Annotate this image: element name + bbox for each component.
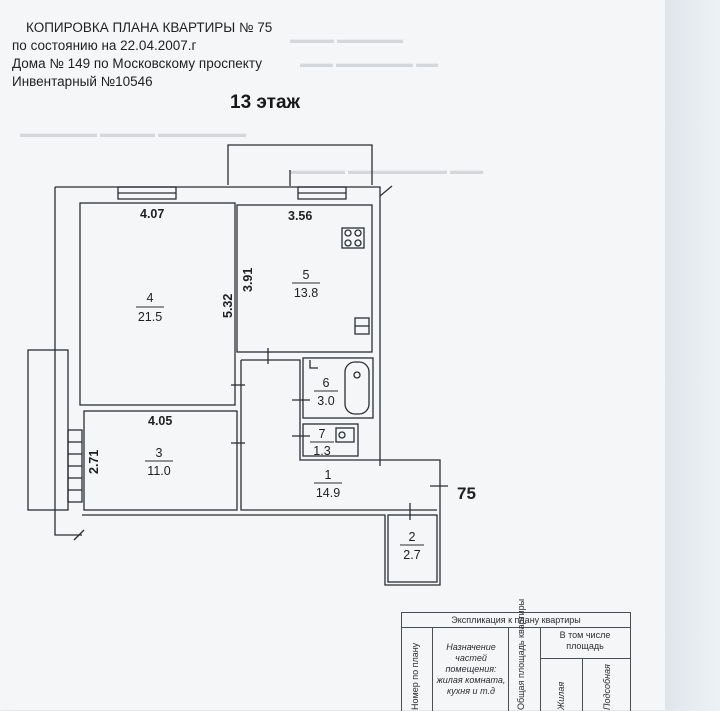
room-label-2: 2 2.7: [400, 530, 424, 562]
room-2-outline: [387, 514, 438, 583]
balcony-outline: [227, 144, 373, 185]
room-1-outline: [240, 359, 437, 511]
table-title: Экспликация к плану квартиры: [401, 612, 631, 627]
room-label-3: 3 11.0: [145, 446, 173, 478]
outer-wall-left: [54, 187, 82, 536]
bleed-through-text: ▬▬▬▬ ▬▬▬▬▬▬: [290, 34, 404, 46]
apartment-number: 75: [457, 484, 476, 503]
room-number: 4: [147, 291, 154, 305]
room-7-outline: [302, 423, 359, 457]
room-label-4: 4 21.5: [136, 291, 164, 324]
room-4-outline: [79, 202, 236, 406]
col-including: В том числе площадь: [559, 630, 611, 651]
header-date: по состоянию на 22.04.2007.г: [12, 38, 197, 53]
col-room-number: Номер по плану: [410, 642, 420, 710]
outer-wall-top: [55, 186, 381, 466]
page-edge: [665, 0, 720, 710]
dim-room5-height: 3.91: [241, 268, 255, 292]
room-label-7: 7 1.3: [310, 427, 334, 458]
room-area: 1.3: [313, 444, 330, 458]
floor-plan-sheet: [0, 0, 665, 710]
room-area: 3.0: [317, 394, 334, 408]
room-label-5: 5 13.8: [292, 268, 320, 300]
col-total-area: Общая площадь квартиры: [516, 598, 526, 710]
dim-room5-width: 3.56: [288, 209, 312, 223]
room-6-outline: [302, 357, 374, 419]
room-label-6: 6 3.0: [314, 376, 338, 408]
room-area: 14.9: [316, 486, 340, 500]
room-number: 5: [303, 268, 310, 282]
explication-table: Экспликация к плану квартиры Номер по пл…: [401, 599, 631, 711]
room-area: 13.8: [294, 286, 318, 300]
room-number: 1: [325, 468, 332, 482]
toilet-icon: [335, 427, 355, 443]
header-address: Дома № 149 по Московскому проспекту: [12, 56, 262, 71]
room-number: 7: [319, 427, 326, 441]
room-area: 11.0: [147, 464, 170, 478]
room-number: 6: [323, 376, 330, 390]
room-label-1: 1 14.9: [314, 468, 342, 500]
bleed-through-text: ▬▬▬▬▬ ▬▬▬▬▬▬▬▬▬ ▬▬▬: [290, 165, 484, 177]
header-title: КОПИРОВКА ПЛАНА КВАРТИРЫ № 75: [26, 20, 273, 35]
dim-room3-width: 4.05: [148, 414, 172, 428]
table-body: Номер по плану Назначение частей помещен…: [401, 599, 631, 711]
bleed-through-text: ▬▬▬▬▬▬▬ ▬▬▬▬▬ ▬▬▬▬▬▬▬▬: [20, 128, 247, 140]
bleed-through-text: ▬▬▬ ▬▬▬▬▬▬▬ ▬▬: [300, 58, 439, 70]
room-5-outline: [236, 204, 373, 353]
room-area: 2.7: [403, 548, 420, 562]
room-3-outline: [83, 410, 238, 511]
dim-room4-width: 4.07: [140, 207, 164, 221]
bathtub-icon: [344, 361, 370, 415]
room-area: 21.5: [138, 310, 162, 324]
dim-room4-height: 5.32: [221, 294, 235, 318]
dim-room3-height: 2.71: [87, 450, 101, 474]
room-number: 2: [409, 530, 416, 544]
floor-title: 13 этаж: [230, 92, 300, 113]
stove-icon: [341, 227, 365, 249]
neighbour-wall: [27, 349, 69, 511]
room-number: 3: [156, 446, 163, 460]
col-living: Жилая: [556, 681, 566, 710]
col-auxiliary: Подсобная: [602, 664, 612, 710]
outer-wall-bottom: [82, 459, 441, 586]
header-inventory: Инвентарный №10546: [12, 74, 153, 89]
col-purpose: Назначение частей помещения: жилая комна…: [436, 642, 506, 696]
